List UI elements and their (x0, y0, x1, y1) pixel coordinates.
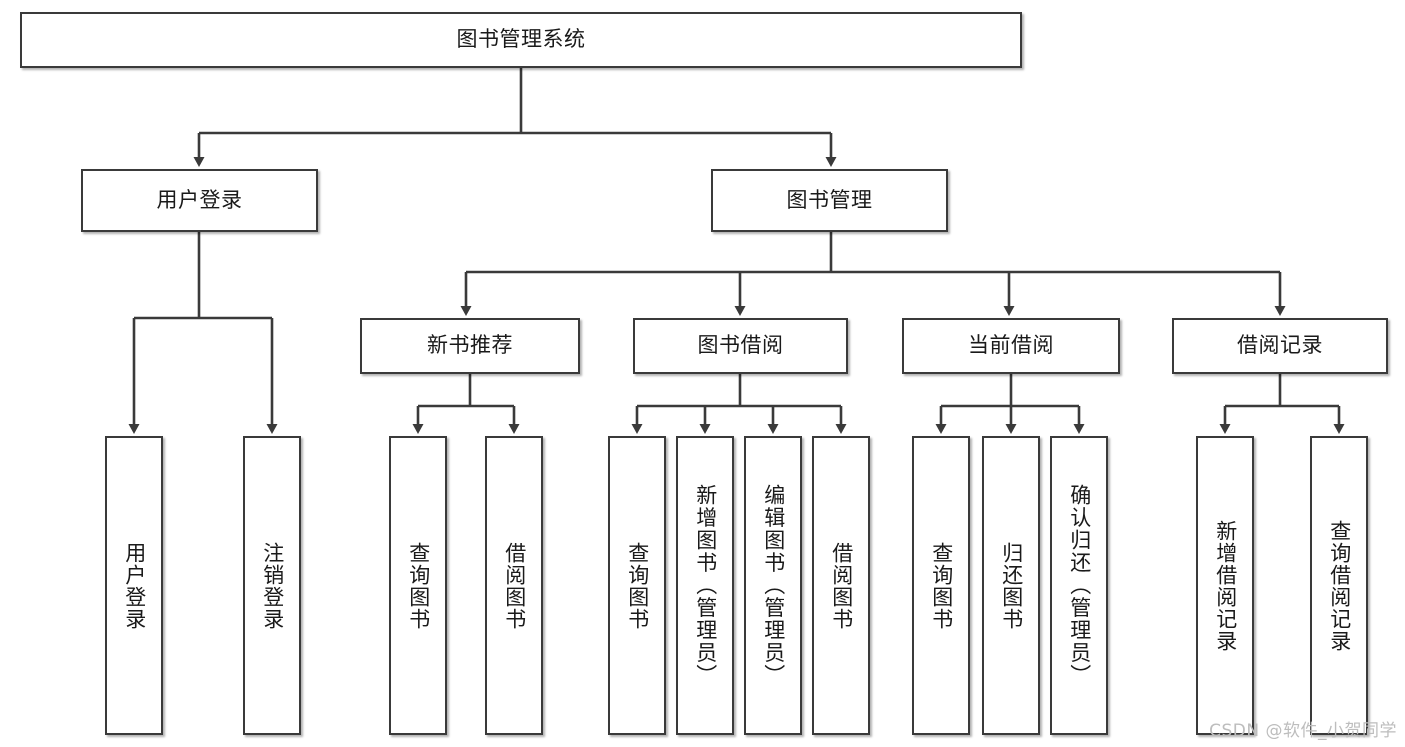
node-leaf-label: 查询图书 (406, 541, 431, 630)
node-leaf-label: 注销登录 (260, 541, 285, 630)
node-level3-2[interactable]: 当前借阅 (902, 318, 1120, 374)
node-leaf-3[interactable]: 借阅图书 (485, 436, 543, 735)
node-leaf-4[interactable]: 查询图书 (608, 436, 666, 735)
node-root[interactable]: 图书管理系统 (20, 12, 1022, 68)
watermark: CSDN @软件_小贺同学 (1209, 721, 1397, 741)
node-level3-3[interactable]: 借阅记录 (1172, 318, 1388, 374)
node-leaf-label: 用户登录 (122, 541, 147, 630)
node-leaf-label: 归还图书 (999, 541, 1024, 630)
node-leaf-label: 查询图书 (625, 541, 650, 630)
node-leaf-1[interactable]: 注销登录 (243, 436, 301, 735)
node-leaf-10[interactable]: 确认归还（管理员） (1050, 436, 1108, 735)
node-leaf-6[interactable]: 编辑图书（管理员） (744, 436, 802, 735)
node-leaf-2[interactable]: 查询图书 (389, 436, 447, 735)
node-leaf-0[interactable]: 用户登录 (105, 436, 163, 735)
node-leaf-label: 借阅图书 (502, 541, 527, 630)
node-leaf-label: 确认归还（管理员） (1067, 484, 1092, 687)
node-leaf-label: 新增图书（管理员） (693, 484, 718, 687)
node-leaf-7[interactable]: 借阅图书 (812, 436, 870, 735)
node-leaf-label: 查询图书 (929, 541, 954, 630)
node-leaf-5[interactable]: 新增图书（管理员） (676, 436, 734, 735)
node-level3-1[interactable]: 图书借阅 (633, 318, 848, 374)
node-level3-0[interactable]: 新书推荐 (360, 318, 580, 374)
node-leaf-9[interactable]: 归还图书 (982, 436, 1040, 735)
node-leaf-12[interactable]: 查询借阅记录 (1310, 436, 1368, 735)
node-level2-0[interactable]: 用户登录 (81, 169, 318, 232)
node-leaf-label: 编辑图书（管理员） (761, 484, 786, 687)
node-leaf-label: 借阅图书 (829, 541, 854, 630)
node-leaf-11[interactable]: 新增借阅记录 (1196, 436, 1254, 735)
node-leaf-label: 查询借阅记录 (1327, 519, 1352, 652)
node-leaf-8[interactable]: 查询图书 (912, 436, 970, 735)
node-leaf-label: 新增借阅记录 (1213, 519, 1238, 652)
node-level2-1[interactable]: 图书管理 (711, 169, 948, 232)
